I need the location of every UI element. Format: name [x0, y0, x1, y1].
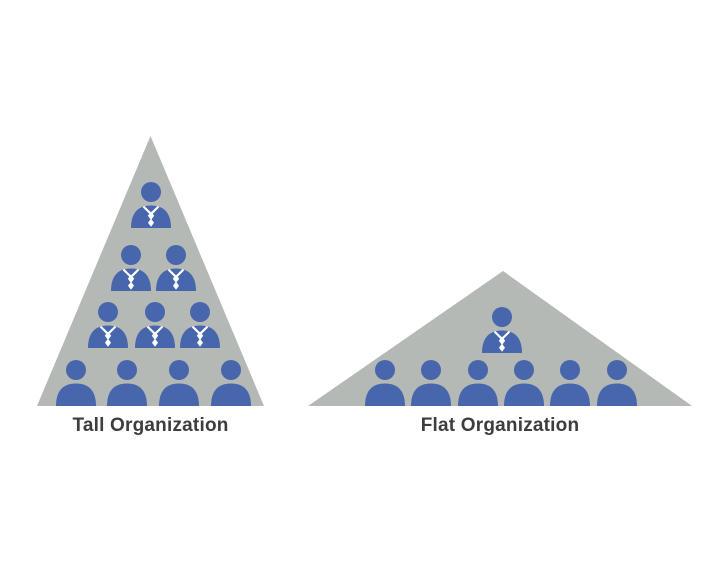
person-employee-icon [409, 360, 453, 406]
flat-organization-label: Flat Organization [420, 415, 580, 436]
person-employee-icon [105, 360, 149, 406]
tall-people-layer [37, 136, 264, 406]
flat-people-layer [308, 271, 692, 406]
tall-organization-label: Tall Organization [72, 415, 229, 436]
person-employee-icon [157, 360, 201, 406]
person-manager-icon [178, 302, 222, 348]
person-manager-icon [133, 302, 177, 348]
person-employee-icon [595, 360, 639, 406]
person-employee-icon [363, 360, 407, 406]
person-employee-icon [54, 360, 98, 406]
flat-organization-figure: Flat Organization [308, 271, 692, 437]
person-employee-icon [548, 360, 592, 406]
person-manager-icon [109, 245, 153, 291]
tall-organization-figure: Tall Organization [37, 136, 264, 437]
person-manager-icon [129, 182, 173, 228]
person-manager-icon [480, 307, 524, 353]
person-employee-icon [209, 360, 253, 406]
person-employee-icon [502, 360, 546, 406]
person-manager-icon [86, 302, 130, 348]
person-manager-icon [154, 245, 198, 291]
person-employee-icon [456, 360, 500, 406]
